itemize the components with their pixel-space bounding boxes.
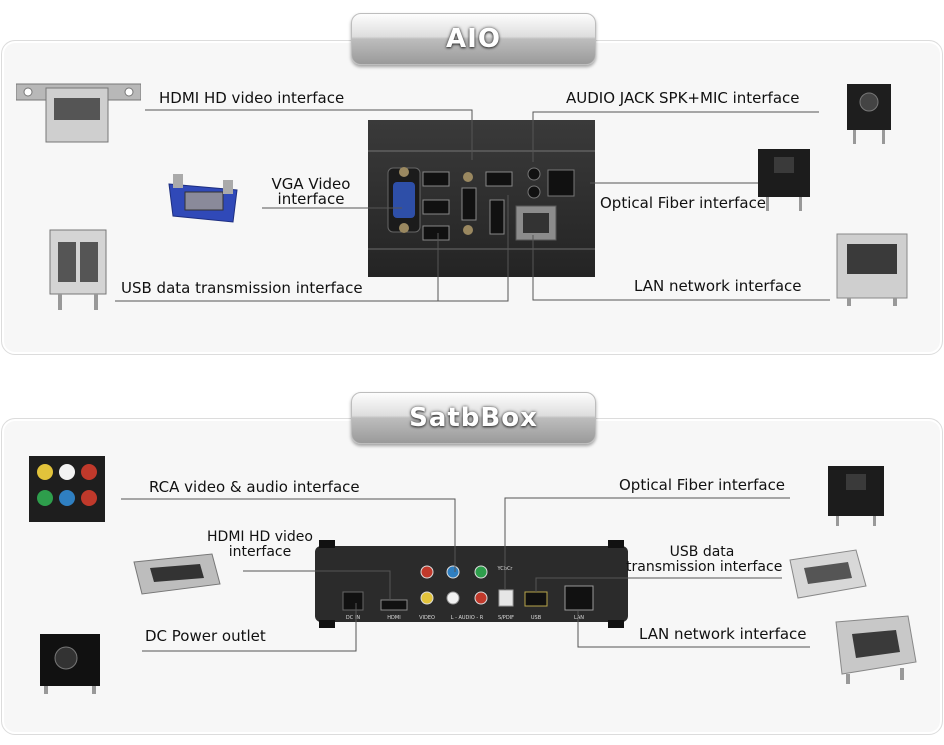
aio-usb-label: USB data transmission interface [121, 279, 363, 297]
satbbox-port-dc-label: DC IN [346, 615, 360, 621]
satbbox-optical-label: Optical Fiber interface [619, 476, 786, 494]
aio-usb-connector-image [49, 229, 107, 310]
satbbox-hdmi-label-line1: HDMI HD video [207, 529, 313, 545]
satbbox-port-spdif-label: S/PDIF [498, 615, 514, 621]
satbbox-usb-label-line1: USB data [669, 544, 735, 560]
satbbox-rca-label: RCA video & audio interface [149, 478, 360, 496]
aio-title: AIO [446, 24, 501, 54]
satbbox-title-pill: SatbBox [351, 392, 596, 444]
aio-vga-label-line2: interface [277, 190, 345, 208]
satbbox-port-usb-label: USB [531, 615, 542, 621]
satbbox-port-hdmi-label: HDMI [387, 615, 400, 621]
aio-hdmi-connector-image [16, 83, 141, 143]
aio-optical-connector-image [758, 149, 810, 211]
satbbox-port-video-label: VIDEO [419, 615, 435, 621]
aio-lan-connector-image [836, 233, 908, 306]
satbbox-dc-jack-image [40, 634, 100, 694]
satbbox-port-audio-label: L - AUDIO - R [451, 615, 484, 621]
satbbox-lan-connector-image [835, 615, 917, 684]
satbbox-lan-label: LAN network interface [639, 625, 807, 643]
satbbox-rca-connector-image [29, 456, 105, 522]
aio-vga-label-line1: VGA Video [271, 175, 351, 193]
satbbox-usb-label-line2: transmission interface [626, 559, 783, 575]
aio-audio-label: AUDIO JACK SPK+MIC interface [566, 89, 800, 107]
aio-optical-label: Optical Fiber interface [600, 194, 767, 212]
aio-vga-connector-image [168, 174, 238, 223]
aio-lan-label: LAN network interface [634, 277, 802, 295]
satbbox-port-lan-label: LAN [574, 615, 584, 621]
satbbox-dc-label: DC Power outlet [145, 627, 266, 645]
satbbox-title: SatbBox [409, 403, 538, 433]
satbbox-device-image: DC IN HDMI VIDEO L - AUDIO - R S/PDIF US… [315, 540, 628, 628]
aio-hdmi-label: HDMI HD video interface [159, 89, 345, 107]
aio-audio-jack-image [847, 84, 891, 144]
satbbox-optical-connector-image [828, 466, 884, 526]
aio-backpanel-image [368, 120, 595, 277]
satbbox-usb-connector-image [789, 549, 867, 599]
aio-title-pill: AIO [351, 13, 596, 65]
satbbox-hdmi-label-line2: interface [228, 544, 292, 560]
satbbox-port-ypbpr-label: YCbCr [497, 566, 514, 572]
